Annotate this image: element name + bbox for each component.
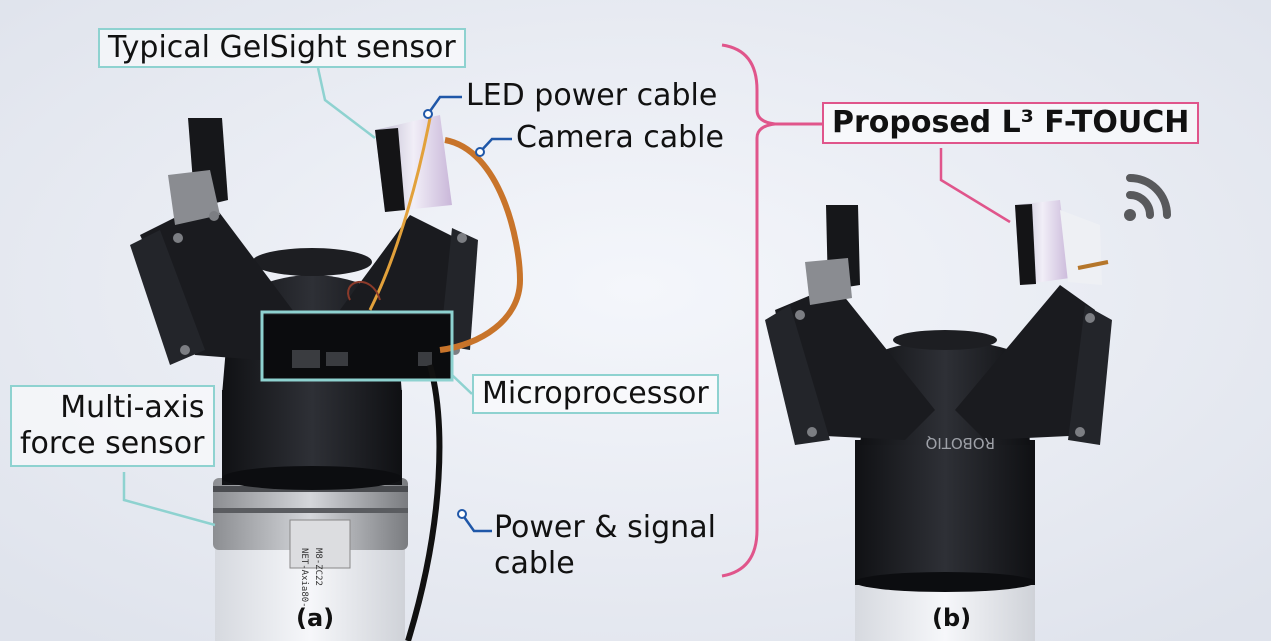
left-gripper: [130, 115, 524, 641]
power-cable-label-line1: Power & signal: [494, 510, 716, 545]
sensor-model-text-1: NET-Axia80-: [299, 548, 309, 608]
microprocessor-label: Microprocessor: [472, 374, 719, 414]
force-sensor-body: [213, 478, 408, 550]
led-cable-line: [368, 117, 432, 311]
force-sensor-label: Multi-axis force sensor: [10, 385, 215, 467]
proposed-label: Proposed L³ F-TOUCH: [822, 102, 1200, 144]
sensor-model-text-2: M8-ZC22: [313, 548, 323, 586]
right-gripper: [765, 200, 1112, 641]
brand-text: ROBOTIQ: [926, 434, 995, 452]
power-cable-label: Power & signal cable: [494, 510, 716, 582]
power-cable-label-line2: cable: [494, 546, 575, 581]
power-cable-line: [405, 364, 443, 641]
panel-label-b: (b): [932, 604, 972, 632]
gelsight-label: Typical GelSight sensor: [98, 28, 466, 68]
panel-label-a: (a): [296, 604, 335, 632]
camera-cable-line: [439, 137, 524, 353]
wifi-icon: [1124, 174, 1171, 221]
camera-cable-label: Camera cable: [516, 120, 724, 155]
led-cable-label: LED power cable: [466, 78, 718, 113]
microprocessor-box: [261, 313, 453, 381]
force-sensor-label-line1: Multi-axis: [60, 390, 205, 425]
leader-lines: [122, 43, 1011, 578]
force-sensor-label-line2: force sensor: [20, 426, 205, 461]
